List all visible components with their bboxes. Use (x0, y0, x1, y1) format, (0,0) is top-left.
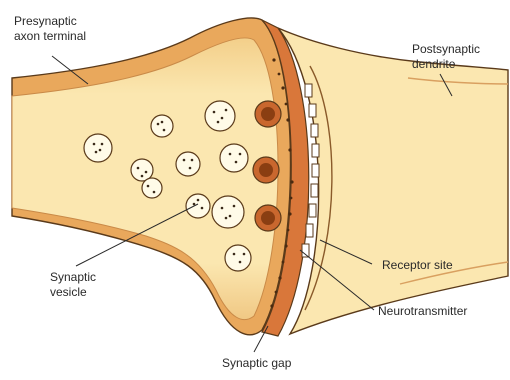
label-postsynaptic: Postsynaptic dendrite (412, 42, 480, 72)
label-presynaptic: Presynaptic axon terminal (14, 14, 86, 44)
label-synaptic-vesicle: Synaptic vesicle (50, 270, 96, 300)
postsynaptic-dendrite (278, 28, 508, 334)
label-synaptic-gap: Synaptic gap (222, 356, 291, 371)
label-neurotransmitter: Neurotransmitter (378, 304, 467, 319)
label-receptor-site: Receptor site (382, 258, 453, 273)
fusing-vesicles (253, 101, 281, 231)
